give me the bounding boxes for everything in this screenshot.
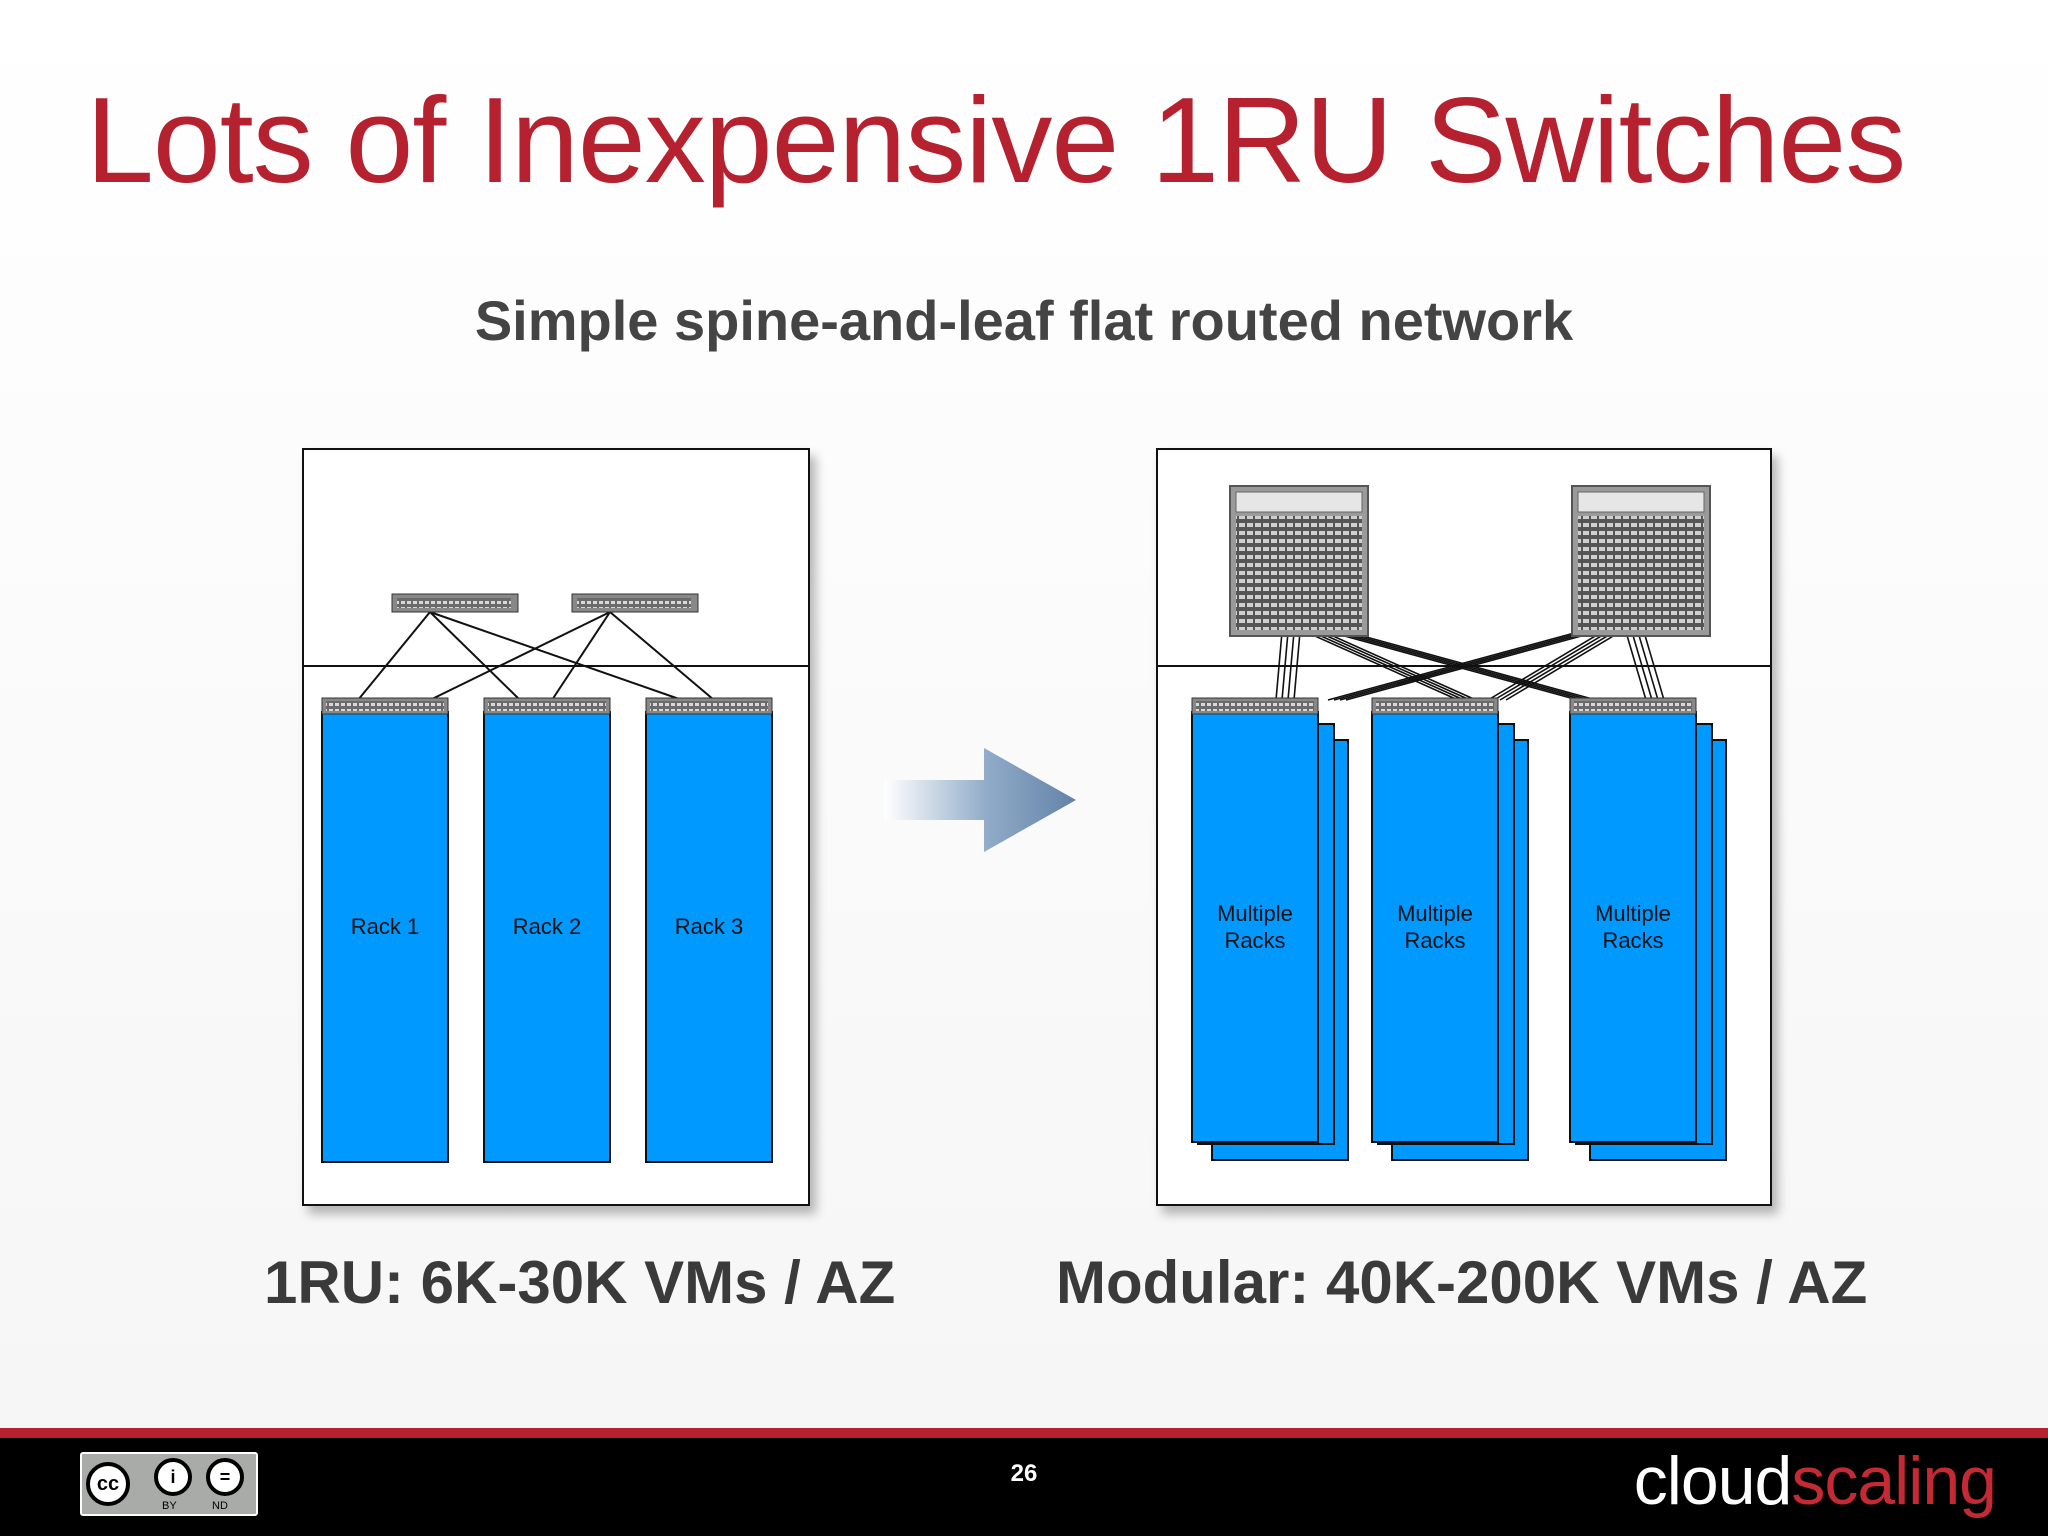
rack-group-3 <box>1569 697 1727 1161</box>
brand-text-cloud: cloud <box>1633 1443 1793 1519</box>
footer-bar <box>0 1438 2048 1536</box>
group-2-label-line2: Racks <box>1404 928 1465 953</box>
group-1-label-line2: Racks <box>1224 928 1285 953</box>
rack-label-2: Rack 2 <box>513 914 581 939</box>
spine-switch-1 <box>391 593 519 613</box>
group-2-label-line1: Multiple <box>1397 901 1473 926</box>
caption-modular: Modular: 40K-200K VMs / AZ <box>1056 1249 1868 1316</box>
slide-title: Lots of Inexpensive 1RU Switches <box>86 72 1906 208</box>
rack-group-2 <box>1371 697 1529 1161</box>
spine-leaf-links <box>357 611 715 701</box>
no-derivatives-icon: = <box>206 1458 244 1496</box>
chassis-leaf-links <box>1275 631 1665 701</box>
rack-2 <box>483 697 611 1163</box>
rack-group-1 <box>1191 697 1349 1161</box>
group-3-label-line1: Multiple <box>1595 901 1671 926</box>
rack-1 <box>321 697 449 1163</box>
panel-1ru: Rack 1 Rack 2 Rack 3 <box>302 448 810 1206</box>
spine-switch-2 <box>571 593 699 613</box>
spine-chassis-1 <box>1229 485 1369 637</box>
diagram-modular: Multiple Racks Multiple Racks Multiple R… <box>1158 485 1770 1161</box>
diagram-1ru: Rack 1 Rack 2 Rack 3 <box>304 593 808 1163</box>
group-3-label-line2: Racks <box>1602 928 1663 953</box>
transition-arrow-icon <box>884 748 1076 852</box>
attribution-icon: i <box>154 1458 192 1496</box>
spine-chassis-2 <box>1571 485 1711 637</box>
group-1-label-line1: Multiple <box>1217 901 1293 926</box>
slide-subtitle: Simple spine-and-leaf flat routed networ… <box>474 289 1574 352</box>
license-nd-label: ND <box>212 1500 228 1512</box>
license-badge: cc i = BY ND <box>80 1452 258 1516</box>
brand-logo: cloudscaling <box>1633 1442 1997 1520</box>
license-by-label: BY <box>162 1500 177 1512</box>
footer-accent-line <box>0 1428 2048 1438</box>
brand-text-scaling: scaling <box>1791 1443 1997 1519</box>
page-number: 26 <box>1010 1460 1038 1487</box>
caption-1ru: 1RU: 6K-30K VMs / AZ <box>264 1249 896 1316</box>
cc-icon: cc <box>86 1462 130 1506</box>
rack-label-3: Rack 3 <box>675 914 743 939</box>
rack-3 <box>645 697 773 1163</box>
rack-label-1: Rack 1 <box>351 914 419 939</box>
panel-modular: Multiple Racks Multiple Racks Multiple R… <box>1156 448 1772 1206</box>
